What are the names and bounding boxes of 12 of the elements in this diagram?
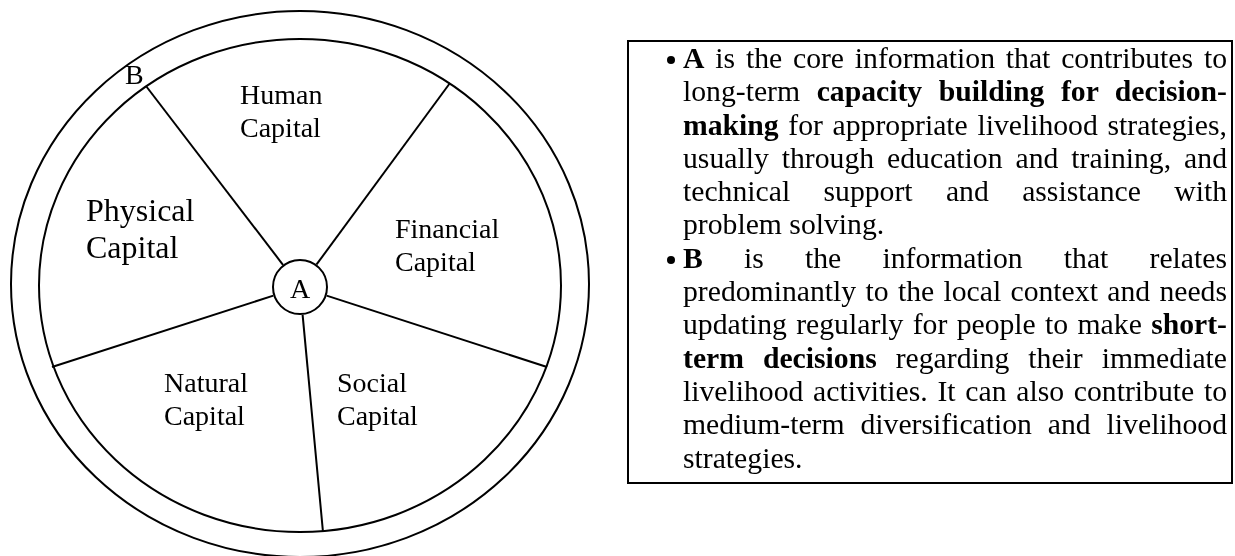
bullet-text: B is the information that relates predominantly to the local context and needs updating regularly for people to make short-term decisions regarding their immediate livelihood activities. It can also contribute to medium-term diversification and livelihood strategies. [683, 241, 1227, 474]
segment-label: Natural Capital [164, 366, 304, 432]
text-box [627, 40, 1233, 484]
bullet-text: A is the core information that contributes to long-term capacity building for decision-making for appropriate livelihood strategies, usually through education and training, and technical support and assistance with problem solving. [683, 42, 1227, 241]
hub-circle: A [272, 259, 328, 315]
outer-ring [10, 10, 590, 556]
segment-label: Physical Capital [86, 192, 226, 266]
segment-label: Financial Capital [395, 212, 535, 278]
segment-label: Social Capital [337, 366, 477, 432]
inner-wheel [38, 38, 562, 533]
segment-label: Human Capital [240, 78, 380, 144]
ring-label: B [125, 58, 144, 91]
